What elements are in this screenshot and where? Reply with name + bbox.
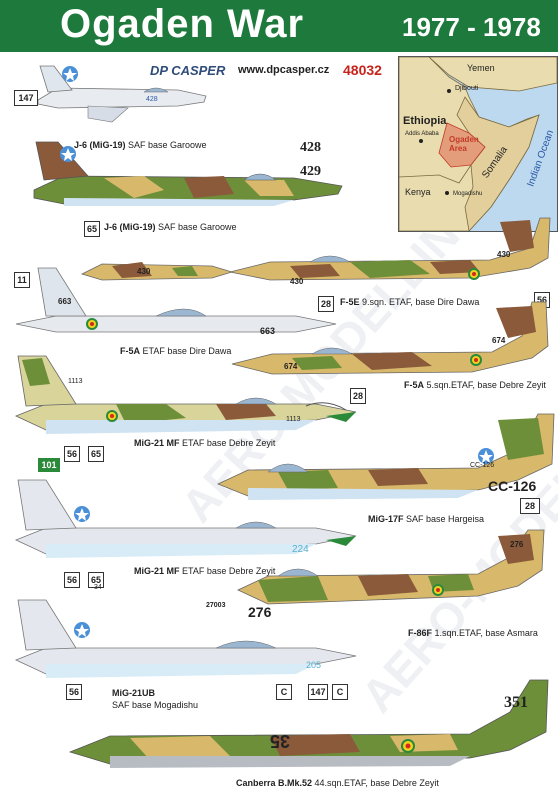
aircraft-serial-large: 276 (248, 604, 272, 620)
aircraft-desc: SAF base Hargeisa (403, 514, 485, 524)
aircraft-serial: 663 (58, 297, 72, 306)
stencil-box: 56 (64, 572, 80, 588)
stencil-number: 27003 (206, 602, 226, 609)
aircraft-desc: 1.sqn.ETAF, base Asmara (432, 628, 538, 638)
url-label: www.dpcasper.cz (238, 64, 330, 76)
aircraft-serial: 663 (260, 326, 276, 336)
page-title: Ogaden War (60, 2, 305, 46)
aircraft-name: F-5A (404, 380, 424, 390)
f5a-desert-profile (231, 301, 549, 375)
f5e-top-profile (81, 262, 234, 281)
stencil-box: 147 (308, 684, 328, 700)
title-banner: Ogaden War 1977 - 1978 (0, 0, 558, 52)
aircraft-desc: 5.sqn.ETAF, base Debre Zeyit (424, 380, 546, 390)
aircraft-name: F-5A (120, 346, 140, 356)
aircraft-caption: J-6 (MiG-19) SAF base Garoowe (74, 140, 207, 150)
product-code: 48032 (343, 62, 382, 78)
mig21mf-silver-profile (14, 479, 357, 558)
aircraft-caption: MiG-21UB (112, 688, 155, 698)
aircraft-caption: Canberra B.Mk.52 44.sqn.ETAF, base Debre… (236, 778, 439, 788)
stencil-box: 28 (520, 498, 540, 514)
aircraft-serial: 224 (292, 544, 309, 555)
aircraft-name: MiG-17F (368, 514, 404, 524)
aircraft-desc: SAF base Garoowe (155, 222, 237, 232)
j6-camo-profile (33, 141, 343, 206)
aircraft-desc: 44.sqn.ETAF, base Debre Zeyit (312, 778, 439, 788)
aircraft-name: MiG-21 MF (134, 566, 180, 576)
aircraft-serial: 428 (146, 96, 158, 103)
aircraft-caption: MiG-21 MF ETAF base Debre Zeyit (134, 566, 275, 576)
aircraft-name: MiG-21UB (112, 688, 156, 698)
f5a-silver-profile (15, 267, 337, 333)
f86-profile (237, 529, 545, 605)
aircraft-desc: SAF base Mogadishu (112, 700, 199, 710)
aircraft-desc: ETAF base Debre Zeyit (179, 566, 276, 576)
aircraft-name: F-5E (340, 297, 360, 307)
stencil-box: 11 (14, 272, 30, 288)
aircraft-name: J-6 (MiG-19) (74, 140, 126, 150)
aircraft-serial: 205 (306, 660, 322, 670)
stencil-box: 28 (318, 296, 334, 312)
aircraft-serial: 430 (497, 250, 511, 259)
aircraft-caption: F-5A ETAF base Dire Dawa (120, 346, 231, 356)
stencil-box: 65 (88, 446, 104, 462)
aircraft-serial-large: 35 (270, 731, 291, 751)
aircraft-caption: J-6 (MiG-19) SAF base Garoowe (104, 222, 237, 232)
mig21ub-profile (14, 599, 357, 678)
aircraft-desc: SAF base Garoowe (125, 140, 207, 150)
brand-label: DP CASPER (150, 63, 226, 78)
aircraft-caption: MiG-17F SAF base Hargeisa (368, 514, 484, 524)
stencil-box: 56 (64, 446, 80, 462)
stencil-box: 56 (66, 684, 82, 700)
f5e-profile (229, 217, 551, 281)
aircraft-serial: 430 (137, 267, 151, 276)
map-label-kenya: Kenya (405, 187, 431, 197)
aircraft-serial: 674 (492, 336, 506, 345)
aircraft-serial-large: 428 (300, 140, 321, 155)
aircraft-desc: ETAF base Debre Zeyit (179, 438, 276, 448)
stencil-box: 65 (88, 572, 104, 588)
aircraft-desc: ETAF base Dire Dawa (140, 346, 232, 356)
map-label-ogaden: Ogaden Area (449, 135, 479, 153)
aircraft-name: F-86F (408, 628, 433, 638)
years-label: 1977 - 1978 (402, 12, 541, 42)
aircraft-name: Canberra B.Mk.52 (236, 778, 313, 788)
aircraft-caption: F-86F 1.sqn.ETAF, base Asmara (408, 628, 538, 638)
canberra-profile (68, 679, 549, 768)
aircraft-caption: F-5E 9.sqn. ETAF, base Dire Dawa (340, 297, 479, 307)
aircraft-serial-large: 351 (504, 694, 528, 711)
stencil-box: 147 (14, 90, 38, 106)
aircraft-name: MiG-21 MF (134, 438, 180, 448)
aircraft-serial: 674 (284, 362, 298, 371)
mig17-profile (216, 413, 555, 500)
aircraft-caption: F-5A 5.sqn.ETAF, base Debre Zeyit (404, 380, 546, 390)
stencil-box-green: 101 (38, 458, 60, 472)
aircraft-caption: MiG-21 MF ETAF base Debre Zeyit (134, 438, 275, 448)
aircraft-serial: 276 (510, 540, 524, 549)
stencil-box: 65 (84, 221, 100, 237)
map-label-djibouti: Djibouti (455, 85, 479, 92)
stencil-box: C (276, 684, 292, 700)
aircraft-serial: 430 (290, 277, 304, 286)
map-label-addis: Addis Ababa (405, 131, 439, 137)
mig21mf-camo-profile (14, 355, 357, 434)
aircraft-serial: 1113 (286, 416, 301, 423)
map-label-ethiopia: Ethiopia (403, 115, 447, 127)
aircraft-serial: CC-126 (470, 462, 495, 469)
aircraft-serial: 1113 (68, 378, 83, 385)
stencil-subnote: 34 (94, 584, 102, 591)
map-label-yemen: Yemen (467, 63, 495, 73)
j6-silver-profile (37, 65, 207, 123)
map-label-mogadishu: Mogadishu (453, 191, 483, 197)
aircraft-name: J-6 (MiG-19) (104, 222, 156, 232)
stencil-box: 28 (350, 388, 366, 404)
aircraft-serial-large: 429 (300, 164, 321, 179)
aircraft-desc: 9.sqn. ETAF, base Dire Dawa (359, 297, 480, 307)
stencil-box: C (332, 684, 348, 700)
aircraft-serial-large: CC-126 (488, 478, 537, 494)
map-graphic (399, 57, 557, 231)
map-panel: Yemen Djibouti Ethiopia Addis Ababa Ogad… (398, 56, 558, 232)
